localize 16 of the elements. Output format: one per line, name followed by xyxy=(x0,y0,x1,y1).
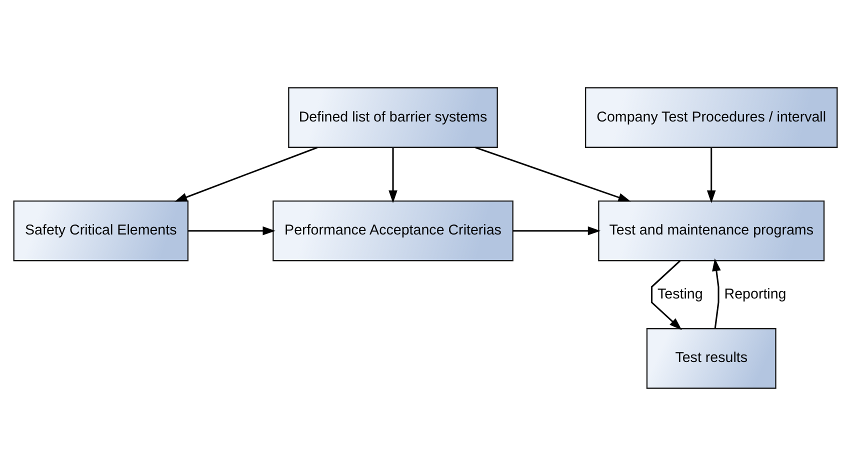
arrow xyxy=(388,148,398,204)
arrow xyxy=(513,226,601,236)
arrow xyxy=(174,146,318,202)
edge-label: Testing xyxy=(658,286,703,302)
node-box: Safety Critical Elements xyxy=(13,200,189,262)
node-box: Performance Acceptance Criterias xyxy=(272,200,514,262)
arrow xyxy=(188,226,276,236)
arrow xyxy=(650,260,682,330)
node-box: Defined list of barrier systems xyxy=(288,87,498,148)
arrow xyxy=(712,258,721,329)
arrow xyxy=(706,148,716,204)
arrow xyxy=(475,146,631,202)
node-box: Test and maintenance programs xyxy=(598,200,825,262)
edge-label: Reporting xyxy=(724,286,786,302)
node-box: Company Test Procedures / intervall xyxy=(584,87,838,148)
node-box: Test results xyxy=(646,328,776,389)
